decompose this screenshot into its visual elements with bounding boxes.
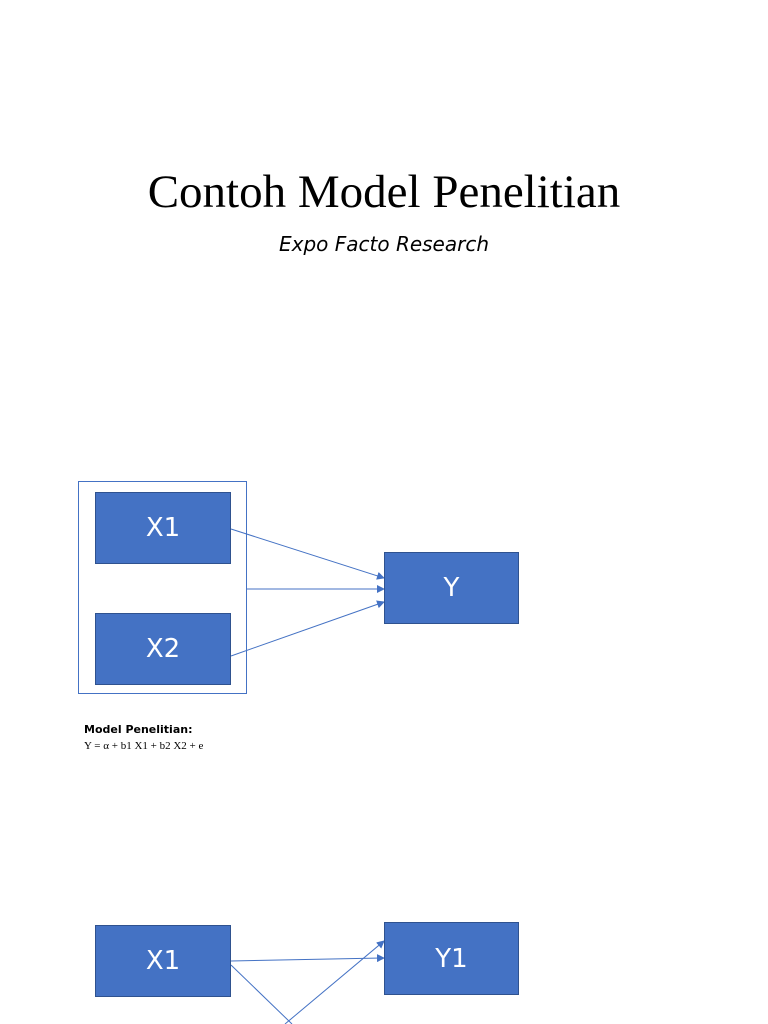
box-x1-label: X1 <box>145 513 181 543</box>
box-x1-second: X1 <box>95 925 231 997</box>
box-x2-label: X2 <box>145 634 181 664</box>
model-label: Model Penelitian: <box>84 723 193 736</box>
box-x1-second-label: X1 <box>145 946 181 976</box>
box-x1: X1 <box>95 492 231 564</box>
slide-title: Contoh Model Penelitian <box>147 166 621 218</box>
box-x2: X2 <box>95 613 231 685</box>
box-y1-label: Y1 <box>435 943 468 974</box>
box-y: Y <box>384 552 519 624</box>
box-y1: Y1 <box>384 922 519 995</box>
arrow-x2-to-y <box>230 600 385 657</box>
slide-subtitle: Expo Facto Research <box>278 232 490 256</box>
model-equation: Y = α + b1 X1 + b2 X2 + e <box>84 740 204 752</box>
independent-variables-frame <box>78 481 247 694</box>
box-y-label: Y <box>443 573 460 603</box>
arrow-x1b-to-lower <box>230 964 293 1024</box>
arrow-x1-to-y <box>230 528 385 580</box>
arrow-x1b-to-y1 <box>230 954 385 963</box>
arrow-lower-to-y1 <box>284 940 385 1024</box>
